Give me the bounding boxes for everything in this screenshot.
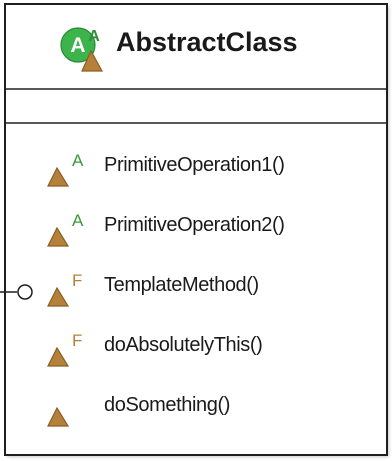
class-name: AbstractClass — [116, 27, 298, 57]
operation-name: doAbsolutelyThis() — [104, 334, 263, 356]
protected-method-icon: F — [47, 331, 82, 367]
operation-name: TemplateMethod() — [104, 274, 259, 296]
svg-text:A: A — [72, 211, 84, 230]
operation-row[interactable]: doSomething() — [6, 378, 386, 438]
protected-method-icon: A — [47, 151, 84, 187]
svg-text:F: F — [72, 331, 82, 350]
operation-name: PrimitiveOperation2() — [104, 214, 285, 236]
attributes-compartment — [6, 90, 386, 124]
abstract-class-icon: A A — [60, 27, 104, 72]
operations-compartment: A PrimitiveOperation1() A PrimitiveOpera… — [6, 124, 386, 454]
operation-row[interactable]: A PrimitiveOperation2() — [6, 198, 386, 258]
class-header: A A AbstractClass — [6, 5, 386, 90]
protected-method-icon: A — [47, 211, 84, 247]
svg-text:A: A — [72, 151, 84, 170]
operation-row[interactable]: F doAbsolutelyThis() — [6, 318, 386, 378]
operation-name: doSomething() — [104, 394, 230, 416]
operation-row[interactable]: A PrimitiveOperation1() — [6, 138, 386, 198]
svg-text:A: A — [88, 28, 100, 45]
protected-method-icon — [47, 406, 70, 427]
operation-name: PrimitiveOperation1() — [104, 154, 285, 176]
uml-class-abstractclass[interactable]: A A AbstractClass A PrimitiveOperation1(… — [4, 3, 388, 456]
protected-method-icon: F — [47, 271, 82, 307]
interface-lollipop-icon — [0, 284, 33, 300]
svg-text:F: F — [72, 271, 82, 290]
operation-row[interactable]: F TemplateMethod() — [6, 258, 386, 318]
svg-text:A: A — [70, 34, 85, 57]
